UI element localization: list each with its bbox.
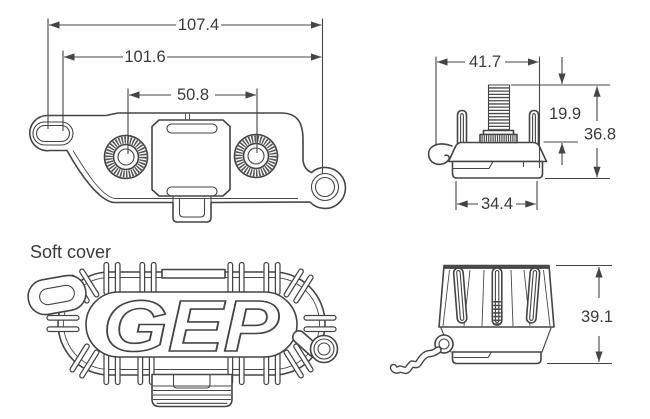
dimension-label-cover-height: 39.1 [581, 308, 613, 326]
dimension-label-base-width: 34.4 [481, 195, 513, 213]
soft-cover-top-view: Soft cover GEP [27, 242, 339, 408]
base-dome [447, 141, 548, 163]
dimension-label-top-width: 41.7 [469, 53, 501, 71]
cone-facet-lines [442, 269, 551, 327]
right-mount-hole-inner [314, 176, 336, 198]
base-side-dimensions: 41.7 19.9 36.8 34.4 [435, 53, 616, 213]
cover-top-slot [161, 268, 226, 279]
cover-side-view: 39.1 [389, 264, 613, 375]
wire-hook [427, 143, 453, 166]
dimension-label-stud-spacing: 50.8 [177, 86, 209, 104]
dimension-label-mount-length: 101.6 [124, 48, 165, 66]
pull-ring-side [389, 334, 454, 375]
dimension-label-stud-height: 19.9 [549, 105, 581, 123]
lanyard-loop [27, 274, 87, 316]
dimension-label-overall-height: 36.8 [584, 126, 616, 144]
base-top-view: 107.4 101.6 50.8 [28, 16, 347, 223]
knurl-ring-icon [235, 135, 277, 177]
knurl-ring-icon [105, 136, 147, 178]
cone-slots [452, 267, 541, 327]
connector-tab [178, 198, 206, 218]
left-slot-hole-inner [35, 124, 71, 143]
soft-cover-label: Soft cover [30, 242, 111, 262]
base-skirt [451, 160, 544, 179]
spring-clip-right [528, 109, 540, 146]
knurled-washer [479, 133, 518, 144]
stud-terminal-left [103, 134, 149, 180]
logo-emblem-border [85, 291, 298, 358]
stud-terminal-right [233, 133, 279, 179]
base-side-view: 41.7 19.9 36.8 34.4 [427, 53, 616, 213]
threaded-stud [479, 84, 518, 144]
base-inner-edge-line [72, 150, 298, 199]
spring-clip-left [456, 109, 468, 146]
fuse-body [151, 113, 231, 218]
cover-side-dimensions: 39.1 [547, 264, 613, 365]
base-skirt-covered [451, 351, 542, 365]
dimension-label-overall-length: 107.4 [178, 16, 219, 34]
gep-logo: GEP [103, 287, 280, 367]
base-top-dimensions: 107.4 101.6 50.8 [47, 16, 324, 174]
pull-ring [292, 330, 339, 364]
cover-connector-block [151, 373, 233, 408]
left-slot-hole-outer [32, 121, 74, 146]
right-mount-hole-outer [310, 172, 340, 202]
